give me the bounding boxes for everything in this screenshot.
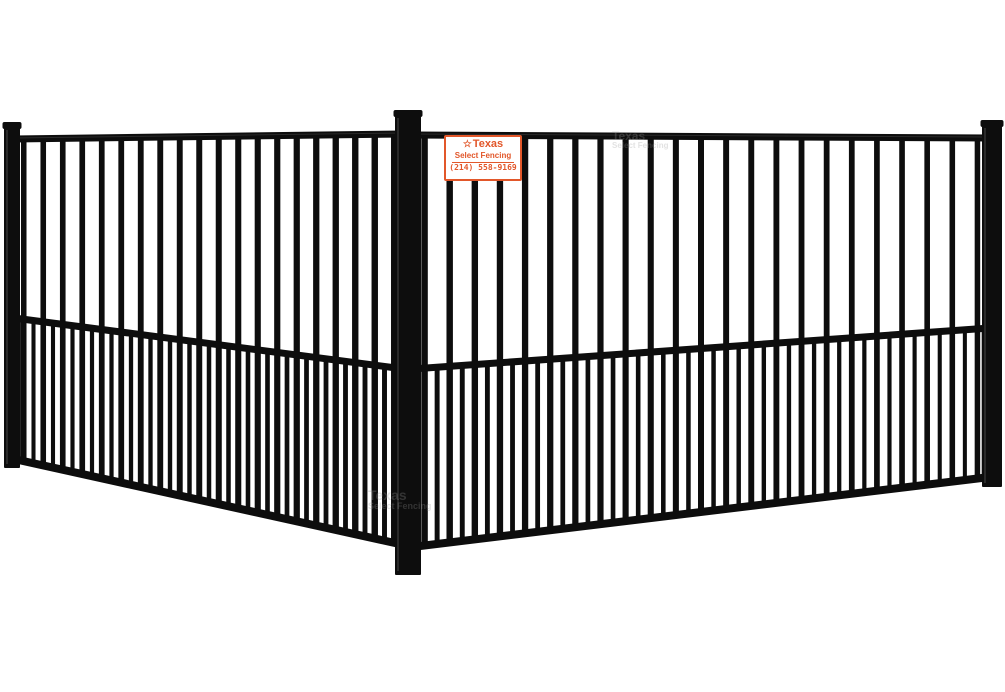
left-top-rail <box>13 130 405 143</box>
sign-brand: Texas <box>472 138 504 150</box>
right-top-rail-highlight <box>411 133 991 138</box>
corner-post-cap <box>393 110 423 117</box>
left-bottom-rail <box>13 455 405 549</box>
left-fence-panel <box>13 130 405 549</box>
right-post-cap <box>980 120 1004 127</box>
right-fence-panel <box>411 131 991 551</box>
left-top-rail-highlight <box>13 132 405 139</box>
left-post-highlight <box>6 130 8 464</box>
right-bottom-rail <box>411 473 991 551</box>
right-post <box>982 124 1002 487</box>
right-post-highlight <box>984 128 986 483</box>
right-middle-rail <box>411 324 991 373</box>
star-icon: ☆ <box>462 139 472 150</box>
sign-brand-line: ☆Texas <box>446 138 520 151</box>
sign-company: Select Fencing <box>454 150 512 160</box>
sign-phone: (214) 558-9169 <box>449 162 517 172</box>
sign-divider <box>452 161 514 163</box>
left-middle-rail <box>13 314 405 373</box>
left-post-cap <box>2 122 22 129</box>
corner-post-highlight <box>397 118 399 571</box>
fence-posts <box>2 110 1004 575</box>
corner-post <box>395 114 421 575</box>
company-sign: ☆Texas Select Fencing (214) 558-9169 <box>444 135 522 181</box>
